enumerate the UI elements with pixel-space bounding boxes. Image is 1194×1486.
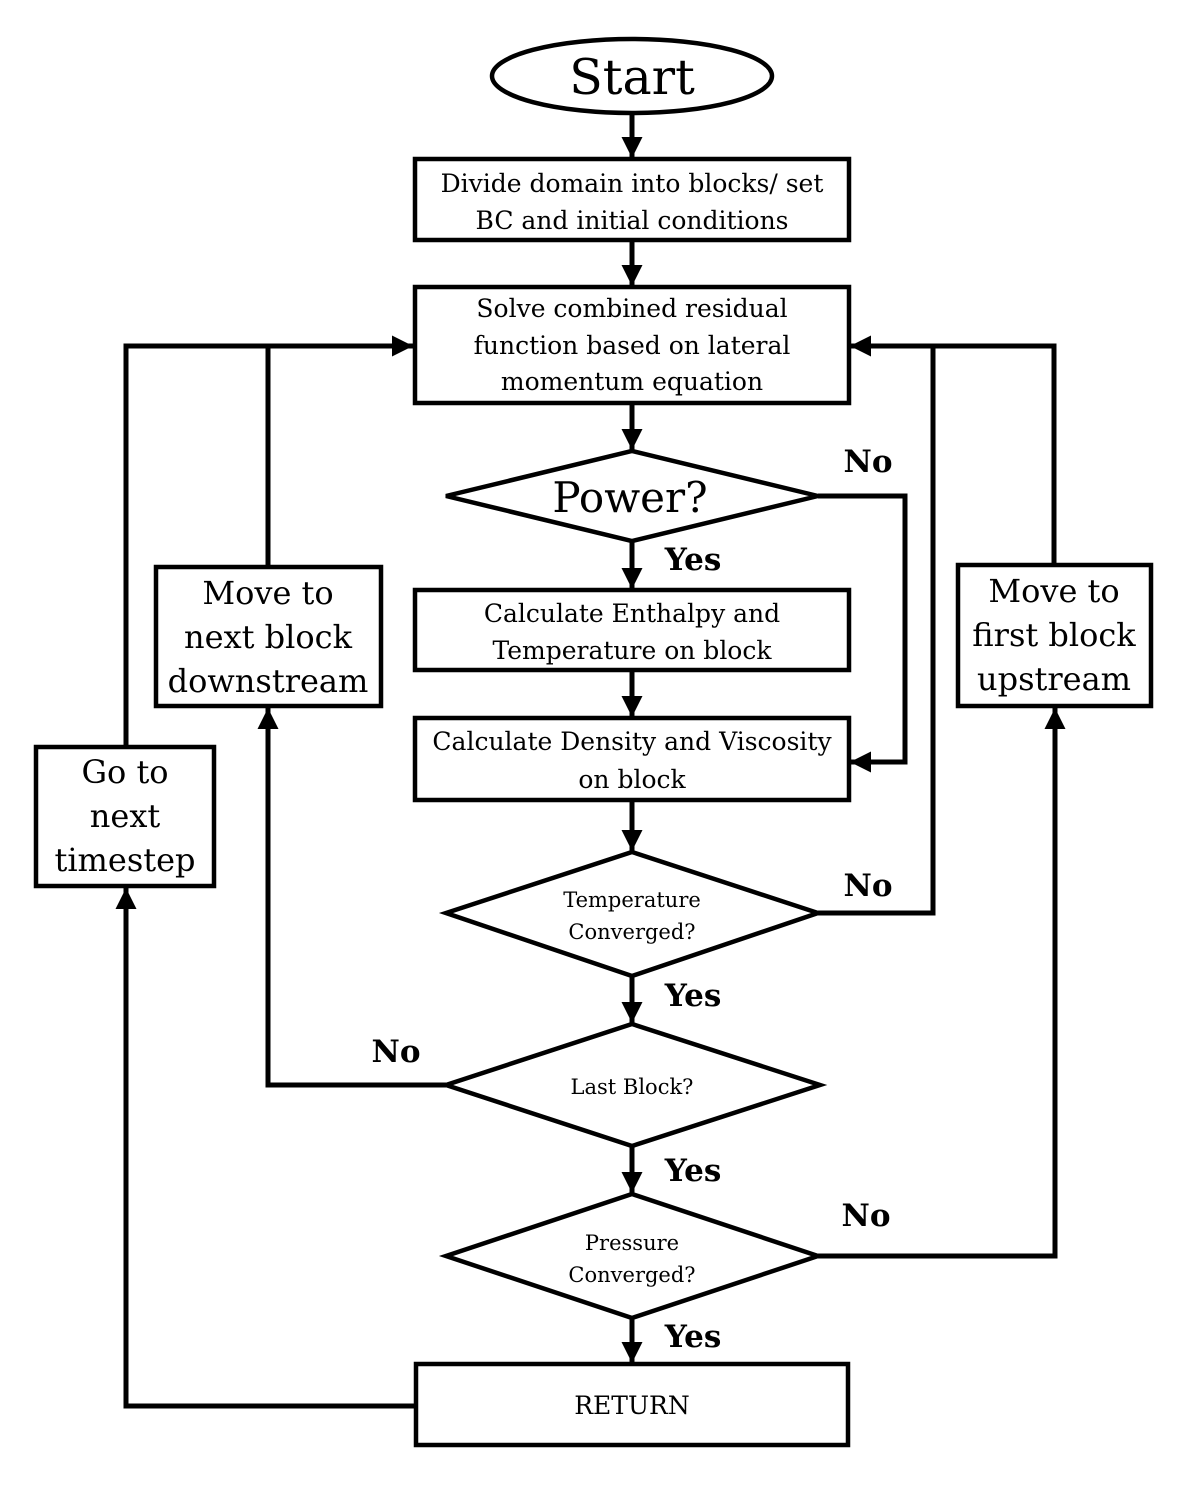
temp-conv-line-1: Temperature — [563, 888, 701, 912]
temp-no-label: No — [843, 868, 892, 904]
last-yes-label: Yes — [664, 1153, 722, 1189]
start-node: Start — [489, 36, 775, 116]
temp-yes-label: Yes — [664, 978, 722, 1014]
press-conv-line-1: Pressure — [585, 1231, 679, 1255]
solve-residual-box: Solve combined residual function based o… — [412, 284, 852, 406]
last-no-label: No — [371, 1034, 420, 1070]
edge-temp-conv-no-to-solve — [818, 346, 936, 916]
last-block-decision: Last Block? — [438, 1021, 828, 1149]
divide-line-2: BC and initial conditions — [475, 206, 788, 235]
return-box: RETURN — [413, 1361, 851, 1448]
edge-labels: No Yes No Yes No Yes No Yes — [371, 444, 892, 1355]
power-no-label: No — [843, 444, 892, 480]
solve-line-2: function based on lateral — [474, 331, 791, 360]
enthalpy-line-1: Calculate Enthalpy and — [484, 599, 780, 628]
move-up-line-3: upstream — [977, 660, 1131, 698]
edge-move-up-to-solve — [850, 335, 1057, 564]
start-label: Start — [569, 49, 695, 106]
density-line-1: Calculate Density and Viscosity — [432, 727, 832, 756]
solve-line-3: momentum equation — [501, 367, 763, 396]
edge-last-block-no-to-move-down — [257, 708, 446, 1088]
move-down-line-3: downstream — [168, 662, 369, 700]
temperature-converged-decision: Temperature Converged? — [438, 849, 826, 979]
next-timestep-box: Go to next timestep — [33, 744, 217, 889]
edge-press-conv-no-to-move-up — [818, 708, 1066, 1259]
pressure-converged-decision: Pressure Converged? — [438, 1191, 826, 1321]
edge-return-to-next-step — [115, 888, 415, 1409]
connectors — [115, 113, 1066, 1409]
move-downstream-box: Move to next block downstream — [153, 564, 384, 709]
next-step-line-2: next — [90, 797, 161, 835]
move-down-line-1: Move to — [202, 574, 333, 612]
edge-power-no-to-density — [818, 493, 908, 773]
last-block-label: Last Block? — [571, 1075, 694, 1099]
next-step-line-1: Go to — [81, 753, 168, 791]
press-yes-label: Yes — [664, 1319, 722, 1355]
temp-conv-line-2: Converged? — [568, 920, 695, 944]
power-yes-label: Yes — [664, 542, 722, 578]
move-down-line-2: next block — [184, 618, 353, 656]
solve-line-1: Solve combined residual — [476, 294, 787, 323]
enthalpy-line-2: Temperature on block — [492, 636, 772, 665]
divide-line-1: Divide domain into blocks/ set — [441, 169, 824, 198]
density-line-2: on block — [578, 765, 686, 794]
next-step-line-3: timestep — [54, 841, 195, 879]
move-up-line-1: Move to — [988, 572, 1119, 610]
move-upstream-box: Move to first block upstream — [955, 562, 1154, 709]
divide-domain-box: Divide domain into blocks/ set BC and in… — [412, 156, 852, 243]
press-no-label: No — [841, 1198, 890, 1234]
power-label: Power? — [552, 473, 707, 522]
return-label: RETURN — [574, 1391, 690, 1420]
press-conv-line-2: Converged? — [568, 1263, 695, 1287]
edge-next-step-to-solve — [123, 335, 413, 746]
density-box: Calculate Density and Viscosity on block — [412, 715, 852, 803]
enthalpy-box: Calculate Enthalpy and Temperature on bl… — [412, 587, 852, 673]
power-decision: Power? — [445, 448, 819, 544]
move-up-line-2: first block — [972, 616, 1136, 654]
